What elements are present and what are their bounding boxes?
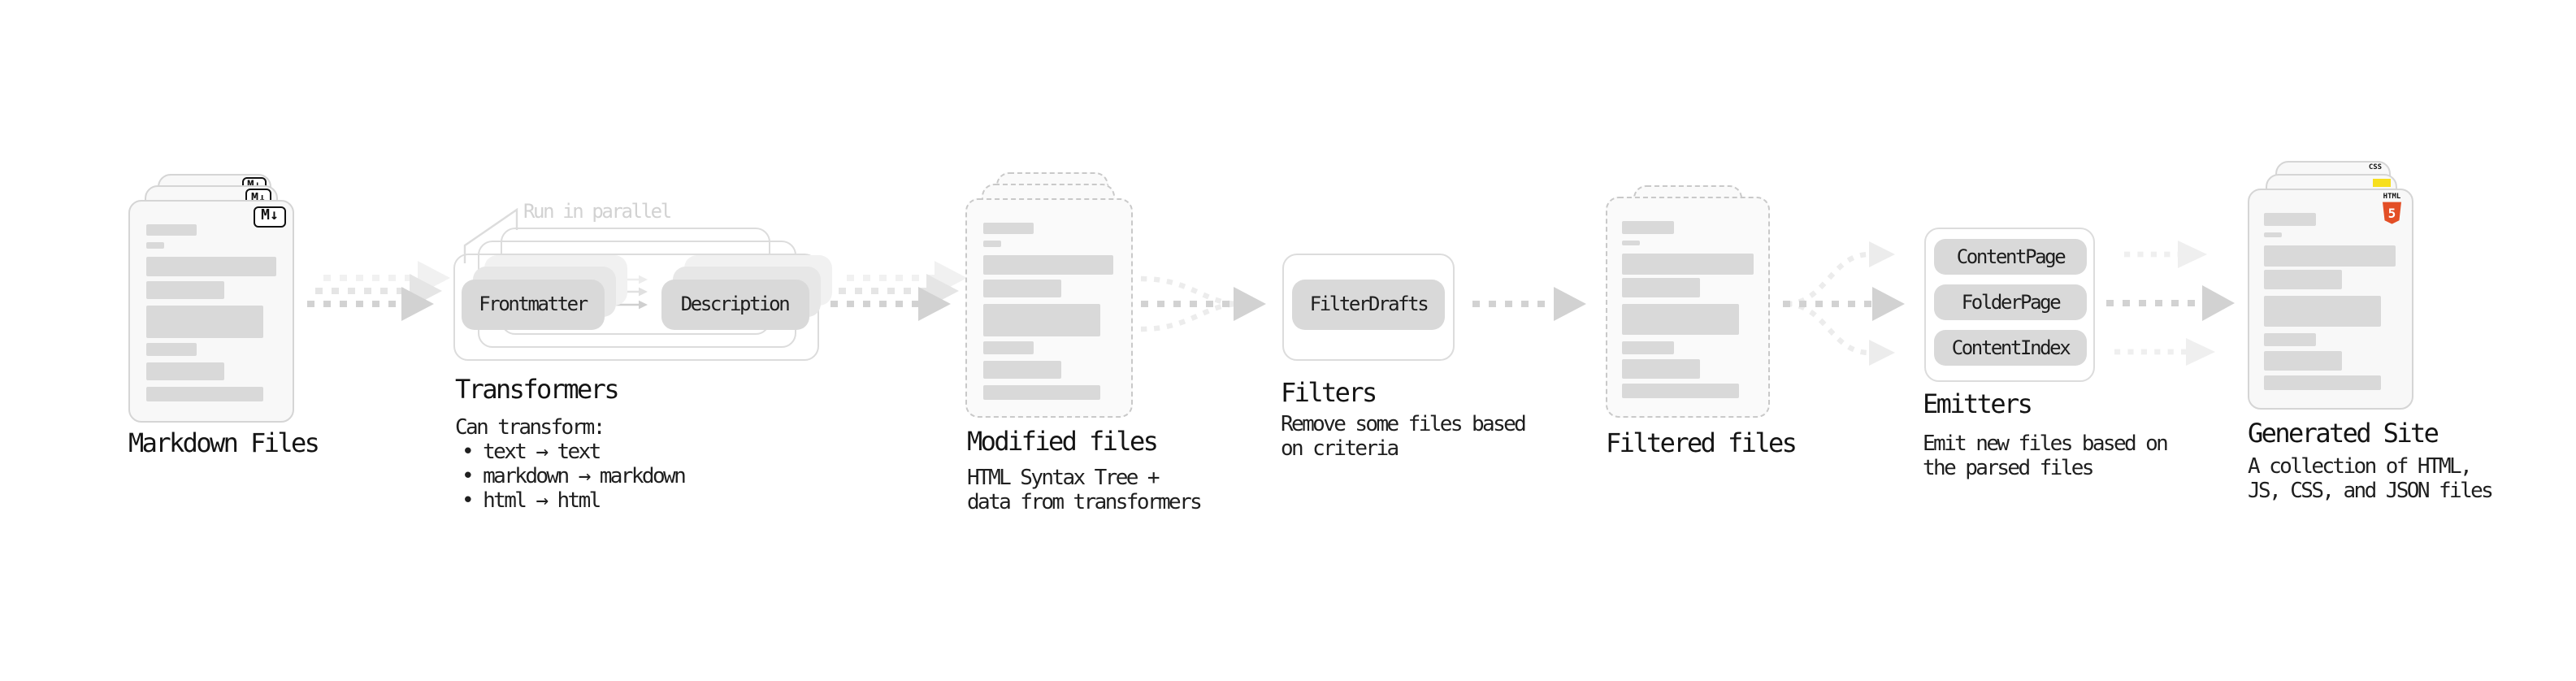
placeholder-bar bbox=[1622, 221, 1673, 233]
generated-desc-line: JS, CSS, and JSON files bbox=[2248, 479, 2494, 503]
arrow-filtered-to-emitters bbox=[1783, 241, 1905, 366]
placeholder-bar bbox=[145, 306, 262, 337]
placeholder-bar bbox=[2264, 213, 2315, 225]
css-icon-label: CSS bbox=[2368, 163, 2383, 171]
placeholder-bar bbox=[982, 304, 1099, 336]
placeholder-bar bbox=[2264, 332, 2315, 345]
placeholder-bar bbox=[145, 242, 163, 248]
generated-site-label: Generated Site bbox=[2248, 418, 2439, 449]
placeholder-bar bbox=[2264, 232, 2282, 237]
placeholder-bar bbox=[1622, 359, 1700, 378]
filtered-files-label: Filtered files bbox=[1606, 427, 1798, 458]
arrow-emitters-to-generated-bottom bbox=[2114, 338, 2215, 366]
filters-description: Remove some files based on criteria bbox=[1281, 413, 1527, 462]
arrow-markdown-to-transformers bbox=[307, 261, 450, 321]
js-icon bbox=[2373, 178, 2391, 187]
placeholder-bar bbox=[145, 362, 223, 380]
generated-desc-line: A collection of HTML, bbox=[2248, 454, 2473, 479]
placeholder-bar bbox=[2264, 245, 2395, 266]
html5-icon-shield: 5 bbox=[2383, 202, 2401, 224]
placeholder-bar bbox=[2264, 270, 2342, 288]
markdown-file-card bbox=[128, 199, 294, 422]
emitters-description: Emit new files based on the parsed files bbox=[1923, 432, 2169, 480]
filtered-file-card bbox=[1605, 197, 1770, 417]
placeholder-bar bbox=[1622, 303, 1739, 335]
filters-desc-line: on criteria bbox=[1281, 437, 1399, 462]
emitters-desc-line: the parsed files bbox=[1923, 456, 2094, 480]
placeholder-bar bbox=[982, 341, 1034, 354]
placeholder-bar bbox=[1622, 384, 1739, 398]
filters-desc-line: Remove some files based bbox=[1281, 413, 1527, 437]
placeholder-bar bbox=[1622, 340, 1673, 354]
arrow-emitters-to-generated-middle bbox=[2106, 285, 2235, 321]
transform-bullet: • markdown → markdown bbox=[462, 464, 687, 488]
node-filterdrafts: FilterDrafts bbox=[1292, 279, 1445, 330]
placeholder-bar bbox=[145, 386, 262, 401]
placeholder-bar bbox=[145, 343, 197, 356]
placeholder-bar bbox=[2264, 375, 2381, 390]
placeholder-bar bbox=[145, 223, 197, 236]
generated-site-description: A collection of HTML, JS, CSS, and JSON … bbox=[2248, 454, 2494, 503]
arrow-emitters-to-generated-top bbox=[2124, 241, 2207, 268]
run-in-parallel-annotation: Run in parallel bbox=[523, 199, 672, 222]
arrow-modified-to-filters bbox=[1140, 275, 1266, 332]
modified-desc-line: HTML Syntax Tree + bbox=[967, 466, 1160, 490]
arrow-transformers-to-modified bbox=[830, 261, 967, 321]
placeholder-bar bbox=[1622, 240, 1640, 245]
arrow-filters-to-filtered bbox=[1472, 287, 1586, 321]
filters-title: Filters bbox=[1281, 376, 1377, 407]
modified-desc-line: data from transformers bbox=[967, 490, 1203, 514]
html5-icon: HTML 5 bbox=[2383, 193, 2401, 224]
placeholder-bar bbox=[1622, 254, 1753, 274]
merge-curve-bottom bbox=[1140, 301, 1241, 332]
placeholder-bar bbox=[982, 384, 1099, 399]
node-folderpage: FolderPage bbox=[1934, 284, 2087, 320]
markdown-files-label: Markdown Files bbox=[128, 427, 320, 458]
merge-curve-top bbox=[1140, 275, 1241, 307]
placeholder-bar bbox=[145, 256, 276, 276]
transform-bullet: • text → text bbox=[462, 440, 601, 464]
branch-curve-bottom bbox=[1785, 301, 1870, 356]
node-contentindex: ContentIndex bbox=[1934, 329, 2087, 366]
placeholder-bar bbox=[982, 279, 1060, 297]
modified-file-card bbox=[965, 197, 1132, 417]
markdown-icon: M↓ bbox=[254, 206, 286, 228]
placeholder-bar bbox=[982, 222, 1034, 234]
emitters-title: Emitters bbox=[1923, 388, 2033, 419]
transformers-description: Can transform: • text → text • markdown … bbox=[455, 415, 687, 513]
placeholder-bar bbox=[1622, 278, 1700, 297]
placeholder-bar bbox=[145, 280, 223, 299]
transformers-desc-heading: Can transform: bbox=[455, 415, 605, 440]
placeholder-bar bbox=[2264, 351, 2342, 370]
transform-bullet: • html → html bbox=[462, 488, 601, 513]
modified-files-description: HTML Syntax Tree + data from transformer… bbox=[967, 466, 1203, 514]
transformers-title: Transformers bbox=[455, 374, 620, 405]
node-contentpage: ContentPage bbox=[1934, 238, 2087, 275]
modified-files-label: Modified files bbox=[967, 425, 1159, 456]
node-description: Description bbox=[661, 279, 809, 329]
placeholder-bar bbox=[982, 360, 1060, 379]
node-frontmatter: Frontmatter bbox=[462, 279, 604, 329]
branch-curve-top bbox=[1785, 251, 1870, 307]
emitters-desc-line: Emit new files based on bbox=[1923, 432, 2169, 456]
generated-file-card bbox=[2247, 189, 2413, 409]
placeholder-bar bbox=[982, 241, 1000, 246]
placeholder-bar bbox=[2264, 295, 2381, 327]
html5-icon-label: HTML bbox=[2383, 193, 2401, 201]
placeholder-bar bbox=[982, 254, 1113, 275]
